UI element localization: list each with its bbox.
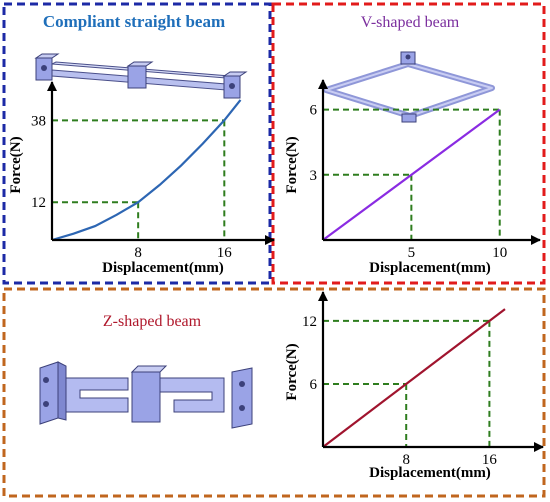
panel-3-title: Z-shaped beam	[103, 313, 202, 330]
series-line-0	[322, 108, 501, 241]
x-tick-label: 10	[492, 245, 507, 261]
series-line-0	[51, 99, 242, 242]
y-tick-label: 12	[31, 195, 46, 211]
y-axis-label: Force(N)	[284, 136, 300, 193]
y-tick-label: 3	[310, 168, 318, 184]
x-tick-label: 16	[482, 452, 498, 468]
panel-2-title: V-shaped beam	[361, 14, 460, 31]
panel-3-border	[2, 287, 546, 498]
x-tick-label: 5	[408, 245, 416, 261]
panel-2-border	[271, 2, 546, 285]
x-axis-label: Displacement(mm)	[369, 465, 491, 481]
z-shaped-beam-model	[39, 361, 253, 429]
y-tick-label: 6	[310, 377, 318, 393]
panel-1-title: Compliant straight beam	[43, 12, 225, 31]
panel-1-border	[2, 2, 272, 285]
x-axis-label: Displacement(mm)	[102, 260, 224, 276]
x-axis-label: Displacement(mm)	[369, 260, 491, 276]
y-tick-label: 38	[31, 113, 46, 129]
x-tick-label: 16	[217, 245, 233, 261]
x-tick-label: 8	[134, 245, 142, 261]
series-line-0	[322, 308, 506, 448]
compliant-straight-beam-model	[34, 53, 248, 99]
y-axis-label: Force(N)	[284, 343, 300, 400]
x-tick-label: 8	[402, 452, 410, 468]
v-shaped-beam-model	[323, 51, 495, 123]
y-axis-label: Force(N)	[8, 136, 24, 193]
y-tick-label: 6	[310, 103, 318, 119]
y-tick-label: 12	[302, 314, 317, 330]
